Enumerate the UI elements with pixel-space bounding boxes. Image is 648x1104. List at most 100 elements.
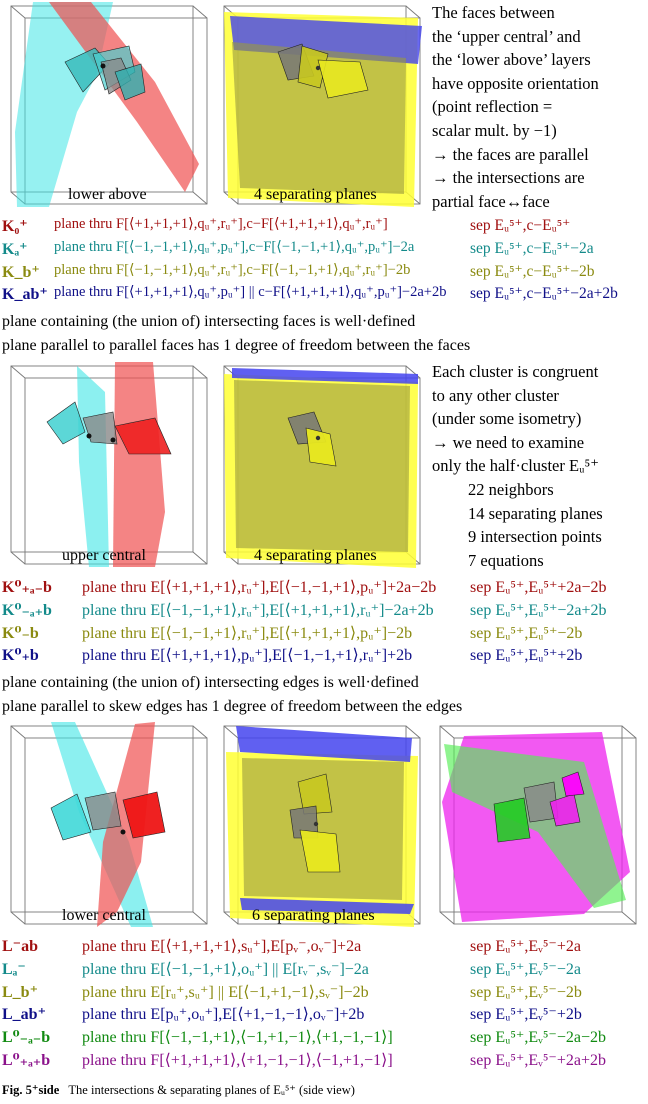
panel-upper-central: [5, 362, 215, 570]
stat-line: 7 equations: [468, 550, 544, 570]
rows-section1: K₀⁺ plane thru F[⟨+1,+1,+1⟩,qᵤ⁺,rᵤ⁺],c−F…: [0, 216, 648, 307]
row-desc: plane thru F[⟨−1,−1,+1⟩,⟨−1,+1,−1⟩,⟨+1,−…: [82, 1029, 393, 1047]
side-line: → we need to examine: [432, 432, 585, 452]
side-text-1: The faces between the ‘upper central’ an…: [432, 1, 599, 213]
side-line: → the faces are parallel: [432, 144, 589, 164]
row-desc: plane thru E[⟨−1,−1,+1⟩,oᵤ⁺] || E[rᵥ⁻,sᵥ…: [82, 960, 369, 978]
caption-upper-central: upper central: [62, 547, 146, 564]
figure-text: The intersections & separating planes of…: [68, 1083, 355, 1097]
side-line: The faces between: [432, 3, 555, 22]
side-line: the ‘lower above’ layers: [432, 50, 591, 70]
panel-magenta-green: [434, 722, 644, 930]
table-row: L_b⁺ plane thru E[rᵤ⁺,sᵤ⁺] || E[⟨−1,+1,−…: [0, 982, 648, 1005]
table-row: K⁰₋ₐ₊b plane thru E[⟨−1,−1,+1⟩,rᵤ⁺],E[⟨+…: [0, 600, 648, 623]
caption-6-separating-planes: 6 separating planes: [252, 907, 375, 924]
row-label: K⁰₊ₐ₋b: [2, 579, 52, 596]
row-sep: sep Eᵤ⁵⁺,Eᵥ⁵⁻+2b: [470, 1006, 582, 1024]
row-desc: plane thru F[⟨+1,+1,+1⟩,⟨+1,−1,−1⟩,⟨−1,+…: [82, 1051, 393, 1069]
row-sep: sep Eᵤ⁵⁺,Eᵥ⁵⁻−2a−2b: [470, 1029, 607, 1047]
stats-list: 22 neighbors 14 separating planes 9 inte…: [432, 478, 603, 572]
table-row: K⁰₊b plane thru E[⟨+1,+1,+1⟩,pᵤ⁺],E[⟨−1,…: [0, 645, 648, 668]
blue-plane-bottom: [240, 898, 414, 914]
note-line: plane parallel to skew edges has 1 degre…: [2, 698, 463, 715]
table-row: L_ab⁺ plane thru E[pᵤ⁺,oᵤ⁺],E[⟨+1,−1,−1⟩…: [0, 1004, 648, 1027]
table-row: L⁰₊ₐ₊b plane thru F[⟨+1,+1,+1⟩,⟨+1,−1,−1…: [0, 1050, 648, 1073]
table-row: K⁰₋b plane thru E[⟨−1,−1,+1⟩,rᵤ⁺],E[⟨+1,…: [0, 623, 648, 646]
panel-lower-above: [5, 2, 215, 210]
side-line: → the intersections are: [432, 168, 585, 188]
row-sep: sep Eᵤ⁵⁺,c−Eᵤ⁵⁺−2a+2b: [470, 285, 618, 303]
row-desc: plane thru E[rᵤ⁺,sᵤ⁺] || E[⟨−1,+1,−1⟩,sᵥ…: [82, 983, 369, 1001]
panel-4-separating-planes-b: [218, 362, 428, 570]
olive-overlay: [242, 758, 404, 900]
tetra-cluster: [64, 45, 146, 101]
row-desc: plane thru F[⟨+1,+1,+1⟩,qᵤ⁺,rᵤ⁺],c−F[⟨+1…: [54, 216, 388, 232]
table-row: K₀⁺ plane thru F[⟨+1,+1,+1⟩,qᵤ⁺,rᵤ⁺],c−F…: [0, 216, 648, 239]
table-row: K⁰₊ₐ₋b plane thru E[⟨+1,+1,+1⟩,rᵤ⁺],E[⟨−…: [0, 577, 648, 600]
table-row: L⁻ab plane thru E[⟨+1,+1,+1⟩,sᵤ⁺],E[pᵥ⁻,…: [0, 936, 648, 959]
rows-section2: K⁰₊ₐ₋b plane thru E[⟨+1,+1,+1⟩,rᵤ⁺],E[⟨−…: [0, 577, 648, 668]
panel-4-separating-planes-a: [218, 2, 428, 210]
panel-6-separating-planes: [218, 722, 428, 930]
table-row: Lₐ⁻ plane thru E[⟨−1,−1,+1⟩,oᵤ⁺] || E[rᵥ…: [0, 959, 648, 982]
row-desc: plane thru F[⟨+1,+1,+1⟩,qᵤ⁺,pᵤ⁺] || c−F[…: [54, 284, 447, 301]
row-sep: sep Eᵤ⁵⁺,Eᵥ⁵⁻+2a+2b: [470, 1051, 607, 1069]
panel-lower-central: [5, 722, 215, 930]
row-sep: sep Eᵤ⁵⁺,Eᵤ⁵⁺−2b: [470, 624, 583, 642]
side-line: scalar mult. by −1): [432, 120, 557, 140]
row-desc: plane thru E[pᵤ⁺,oᵤ⁺],E[⟨+1,−1,−1⟩,oᵥ⁻]+…: [82, 1006, 365, 1024]
side-line: (point reflection =: [432, 97, 553, 117]
row-desc: plane thru E[⟨−1,−1,+1⟩,rᵤ⁺],E[⟨+1,+1,+1…: [82, 624, 413, 642]
row-sep: sep Eᵤ⁵⁺,Eᵥ⁵⁻+2a: [470, 938, 581, 955]
caption-lower-central: lower central: [62, 907, 146, 924]
olive-overlay: [234, 380, 410, 552]
note-line: plane containing (the union of) intersec…: [2, 313, 416, 330]
row-desc: plane thru E[⟨−1,−1,+1⟩,rᵤ⁺],E[⟨+1,+1,+1…: [82, 601, 434, 619]
stat-line: 22 neighbors: [468, 479, 554, 499]
row-sep: sep Eᵤ⁵⁺,Eᵥ⁵⁻−2a: [470, 960, 581, 978]
table-row: Kₐ⁺ plane thru F[⟨−1,−1,+1⟩,qᵤ⁺,pᵤ⁺],c−F…: [0, 239, 648, 262]
tetra-cluster: [493, 771, 585, 843]
blue-plane: [232, 368, 418, 384]
caption-4-separating-planes-b: 4 separating planes: [254, 547, 377, 564]
side-line: to any other cluster: [432, 385, 559, 405]
table-row: K_b⁺ plane thru F[⟨−1,−1,+1⟩,qᵤ⁺,rᵤ⁺],c−…: [0, 262, 648, 285]
side-line: partial face↔face: [432, 191, 550, 211]
row-label: K⁰₊b: [2, 647, 39, 665]
row-desc: plane thru E[⟨+1,+1,+1⟩,sᵤ⁺],E[pᵥ⁻,oᵥ⁻]+…: [82, 938, 362, 955]
blue-plane: [236, 726, 412, 762]
row-label: L⁻ab: [2, 938, 39, 955]
row-label: L⁰₋ₐ₋b: [2, 1029, 51, 1047]
side-line: have opposite orientation: [432, 73, 599, 93]
row-desc: plane thru F[⟨−1,−1,+1⟩,qᵤ⁺,rᵤ⁺],c−F[⟨−1…: [54, 261, 411, 278]
row-label: K_ab⁺: [2, 286, 48, 304]
row-desc: plane thru F[⟨−1,−1,+1⟩,qᵤ⁺,pᵤ⁺],c−F[⟨−1…: [54, 238, 415, 255]
side-text-2: Each cluster is congruent to any other c…: [432, 360, 603, 572]
row-sep: sep Eᵤ⁵⁺,c−Eᵤ⁵⁺−2a: [470, 239, 594, 257]
row-sep: sep Eᵤ⁵⁺,Eᵤ⁵⁺−2a+2b: [470, 601, 607, 619]
red-plane: [97, 722, 155, 927]
row-label: Kₐ⁺: [2, 240, 28, 258]
row-label: K_b⁺: [2, 263, 40, 281]
tetra-cluster: [277, 43, 369, 99]
row-label: K⁰₋b: [2, 624, 39, 642]
table-row: K_ab⁺ plane thru F[⟨+1,+1,+1⟩,qᵤ⁺,pᵤ⁺] |…: [0, 284, 648, 307]
tetra-cluster: [50, 791, 166, 841]
tetra-cluster: [287, 411, 337, 467]
row-label: L_b⁺: [2, 983, 39, 1001]
stat-line: 9 intersection points: [468, 527, 602, 547]
row-sep: sep Eᵤ⁵⁺,c−Eᵤ⁵⁺−2b: [470, 262, 595, 280]
row-label: L⁰₊ₐ₊b: [2, 1051, 51, 1069]
figure-label: Fig. 5⁺side: [2, 1083, 60, 1097]
note-line: plane containing (the union of) intersec…: [2, 674, 419, 691]
side-line: the ‘upper central’ and: [432, 26, 581, 46]
note-line: plane parallel to parallel faces has 1 d…: [2, 337, 471, 354]
table-row: L⁰₋ₐ₋b plane thru F[⟨−1,−1,+1⟩,⟨−1,+1,−1…: [0, 1027, 648, 1050]
row-sep: sep Eᵤ⁵⁺,c−Eᵤ⁵⁺: [470, 217, 571, 234]
tetra-cluster: [289, 773, 341, 873]
row-sep: sep Eᵤ⁵⁺,Eᵤ⁵⁺+2a−2b: [470, 579, 607, 596]
tetra-cluster: [46, 401, 172, 455]
red-plane: [113, 362, 165, 567]
row-sep: sep Eᵤ⁵⁺,Eᵤ⁵⁺+2b: [470, 647, 583, 665]
row-desc: plane thru E[⟨+1,+1,+1⟩,pᵤ⁺],E[⟨−1,−1,+1…: [82, 647, 413, 665]
